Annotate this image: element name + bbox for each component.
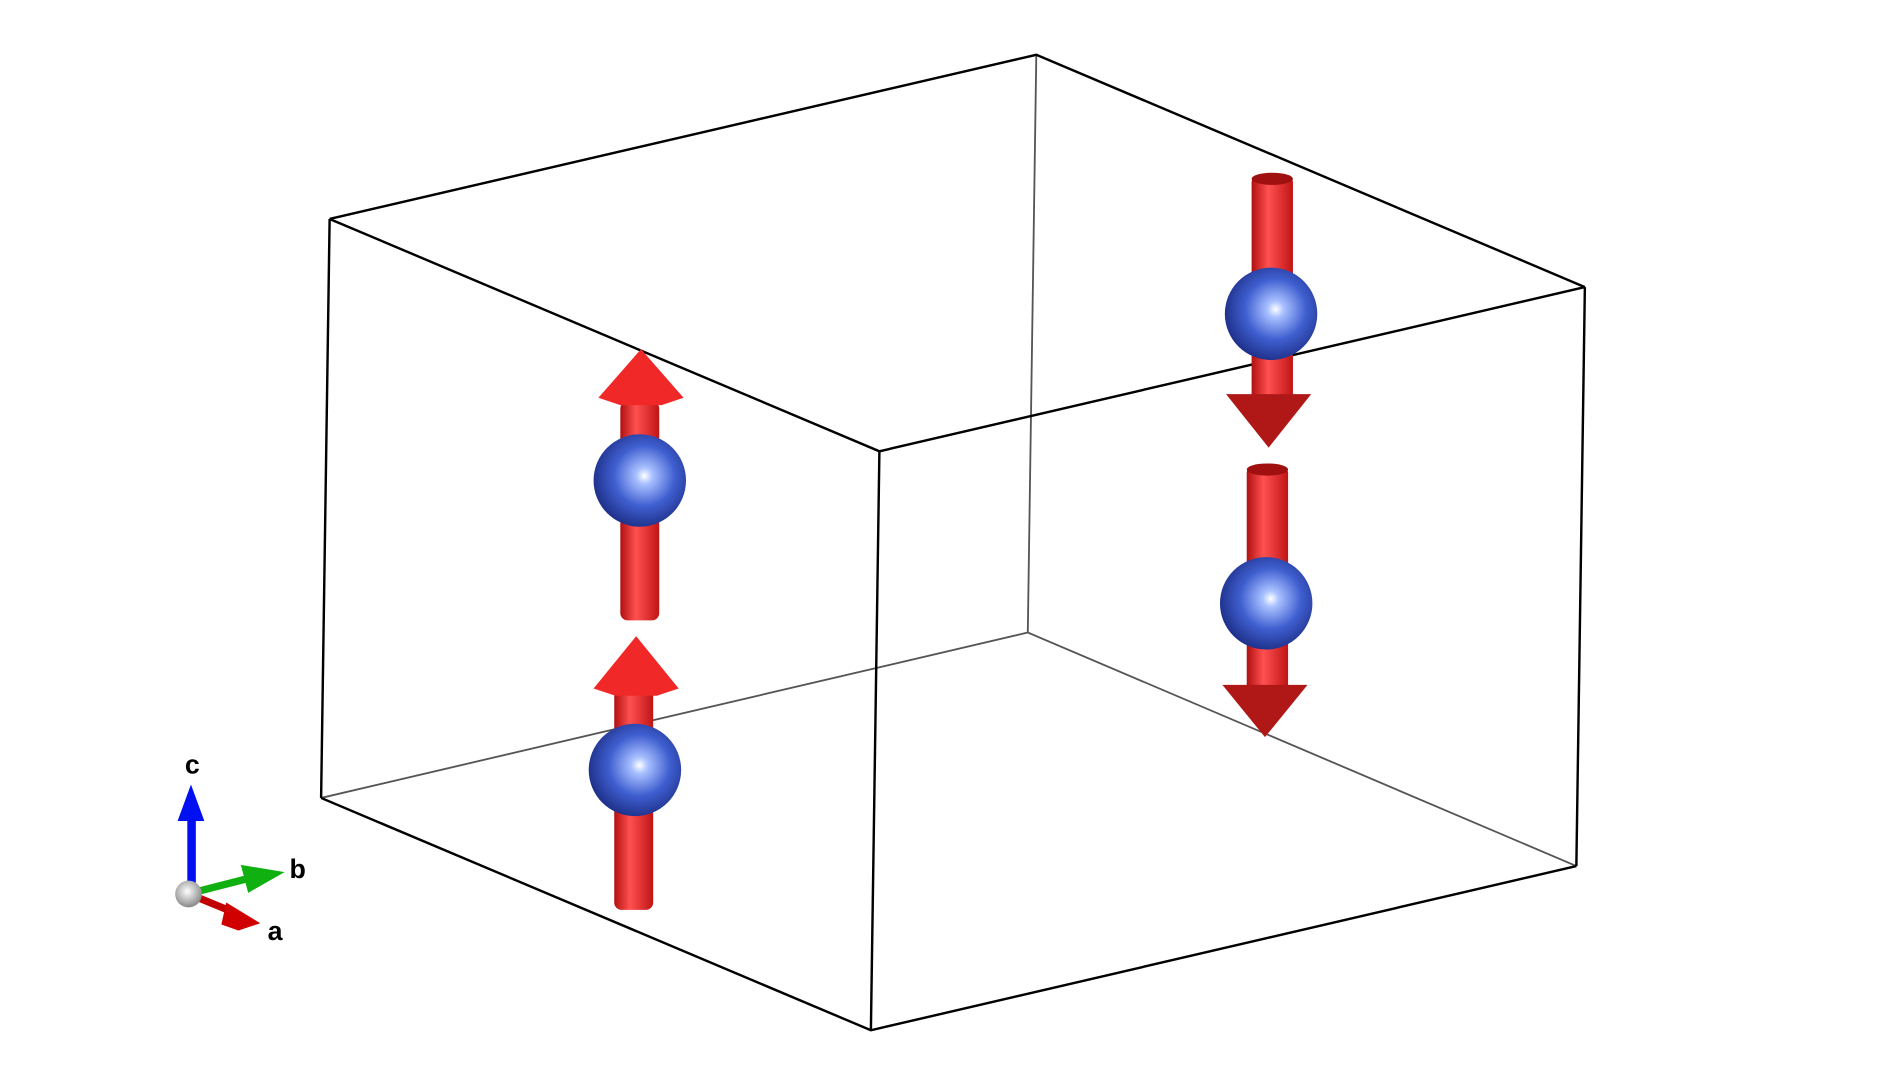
atom-left-bottom[interactable] <box>588 636 682 910</box>
atom-left-top[interactable] <box>593 349 687 621</box>
axis-origin-sphere <box>175 880 202 908</box>
axis-b-arrow <box>191 864 285 897</box>
atom-sphere <box>1219 557 1313 650</box>
axis-label-a: a <box>268 916 284 946</box>
atom-right-top[interactable] <box>1224 172 1318 448</box>
axis-triad: c b a <box>175 750 306 946</box>
atom-sphere <box>588 723 682 817</box>
atom-sphere <box>1224 267 1318 361</box>
moment-arrowhead-up <box>598 349 684 406</box>
axis-label-c: c <box>185 750 200 780</box>
axis-c-arrow <box>177 784 205 893</box>
axis-label-b: b <box>289 854 305 884</box>
moment-arrowhead-down <box>1222 684 1308 738</box>
unit-cell <box>319 53 1587 1032</box>
atom-sphere <box>593 434 687 527</box>
moment-arrowhead-up <box>593 636 679 696</box>
moment-arrowhead-down <box>1226 394 1312 448</box>
atom-right-bottom[interactable] <box>1219 463 1313 738</box>
axis-a-arrow <box>190 891 261 931</box>
